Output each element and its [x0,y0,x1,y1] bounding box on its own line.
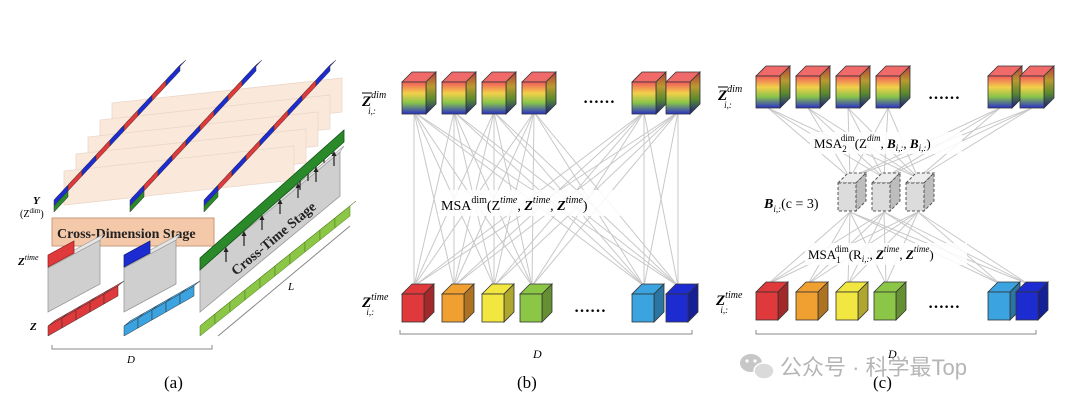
top-token-b [631,71,667,115]
top-token-c [795,65,831,109]
router-token-c [904,171,936,213]
d-axis-label-b: D [532,347,542,361]
router-token-c [836,171,868,213]
svg-text:Bi,:(c = 3): Bi,:(c = 3) [763,197,819,214]
caption-a: (a) [164,373,183,392]
up-arrow-head [277,199,283,204]
top-token-c [755,65,791,109]
bottom-token-c [987,281,1021,321]
z-label: Z [29,321,37,333]
bottom-tokens-c [755,281,1049,321]
top-token-b [481,71,517,115]
z-bar-segment [61,304,83,329]
d-axis-bracket [51,345,213,350]
y-output-bars [53,59,337,213]
z-bar-segment [179,280,201,305]
l-axis-label: L [287,281,294,293]
bottom-tokens-b [401,283,699,323]
dots-bottom-b: …… [574,299,606,316]
top-token-b [401,71,437,115]
y-bar-cap [53,190,69,213]
y-bar-segment [315,59,337,87]
svg-text:MSA1dim(Ri,:, Ztime, Ztime): MSA1dim(Ri,:, Ztime, Ztime) [808,244,934,265]
z-time-dim-bar [199,129,345,271]
z-bar-segment [103,280,125,305]
bottom-token-c [873,281,907,321]
top-token-b [521,71,557,115]
attention-line [413,111,455,287]
y-bar-segment [241,59,263,87]
z-time-label: Ztime [17,253,39,268]
d-axis-label: D [126,354,135,366]
top-token-c [1019,65,1055,109]
up-arrow-head [331,151,337,156]
top-token-c [987,65,1023,109]
panel-a: Cross-Dimension Stage Cross-Time Stage Y… [17,59,357,392]
z-time-stage-segment [334,200,357,229]
top-token-b [441,71,477,115]
msa-dim-formula-b: MSAdim(Ztime, Ztime, Ztime) [438,190,638,216]
router-tokens-c [836,171,936,213]
attention-line [917,107,1033,179]
watermark: 公众号 · 科学最Top [740,354,967,380]
z-time-stage-input-bar [199,200,357,337]
bottom-token-b [631,283,665,323]
top-token-b [665,71,701,115]
y-bar-cap [203,190,219,213]
wechat-icon [740,354,775,380]
router-token-c [870,171,902,213]
bottom-token-c [1015,281,1049,321]
up-arrow-head [223,247,229,252]
attention-line [767,107,851,179]
bottom-token-b [401,283,435,323]
dots-top-b: …… [583,90,615,107]
z-bar-segment [89,288,111,313]
cross-dimension-stage-label: Cross-Dimension Stage [57,227,196,242]
bottom-token-c [835,281,869,321]
watermark-text: 公众号 · 科学最Top [780,355,967,380]
up-arrow-head [241,231,247,236]
attention-line [917,211,1029,285]
up-arrow-head [295,183,301,188]
dots-top-c: …… [928,86,960,103]
z-time-input-bars [47,240,151,268]
d-axis-label-c: D [887,347,897,361]
top-tokens-c [755,65,1055,109]
cross-dimension-planes [63,77,343,206]
top-token-c [835,65,871,109]
top-tokens-b [401,71,701,115]
d-axis-bracket-b [399,330,693,335]
l-axis-bracket [217,225,351,337]
dots-bottom-c: …… [928,295,960,312]
z-input-bars [47,280,201,337]
msa1-formula-c: MSA1dim(Ri,:, Ztime, Ztime) [805,243,967,265]
y-bar-cap [129,190,145,213]
msa2-formula-c: MSA2dim(Zdim, Bi,:, Bi,:) [810,132,962,154]
bottom-token-c [795,281,829,321]
bottom-token-b [665,283,699,323]
bottom-token-c [755,281,789,321]
y-label: Y [33,195,41,207]
svg-text:MSA2dim(Zdim, Bi,:, Bi,:): MSA2dim(Zdim, Bi,:, Bi,:) [814,133,931,154]
attention-line [643,111,679,287]
caption-b: (b) [517,373,537,392]
bottom-token-b [441,283,475,323]
d-axis-bracket-c [755,330,1037,335]
b-router-label-c: Bi,:(c = 3) [763,197,819,214]
caption-c: (c) [873,373,892,392]
svg-text:MSAdim(Ztime, Ztime, Ztime): MSAdim(Ztime, Ztime, Ztime) [441,195,588,214]
bottom-token-b [519,283,553,323]
bottom-token-b [481,283,515,323]
top-token-c [875,65,911,109]
y-sub-label: (Zdim) [20,207,44,220]
y-bar-segment [165,59,187,87]
up-arrow-head [259,215,265,220]
